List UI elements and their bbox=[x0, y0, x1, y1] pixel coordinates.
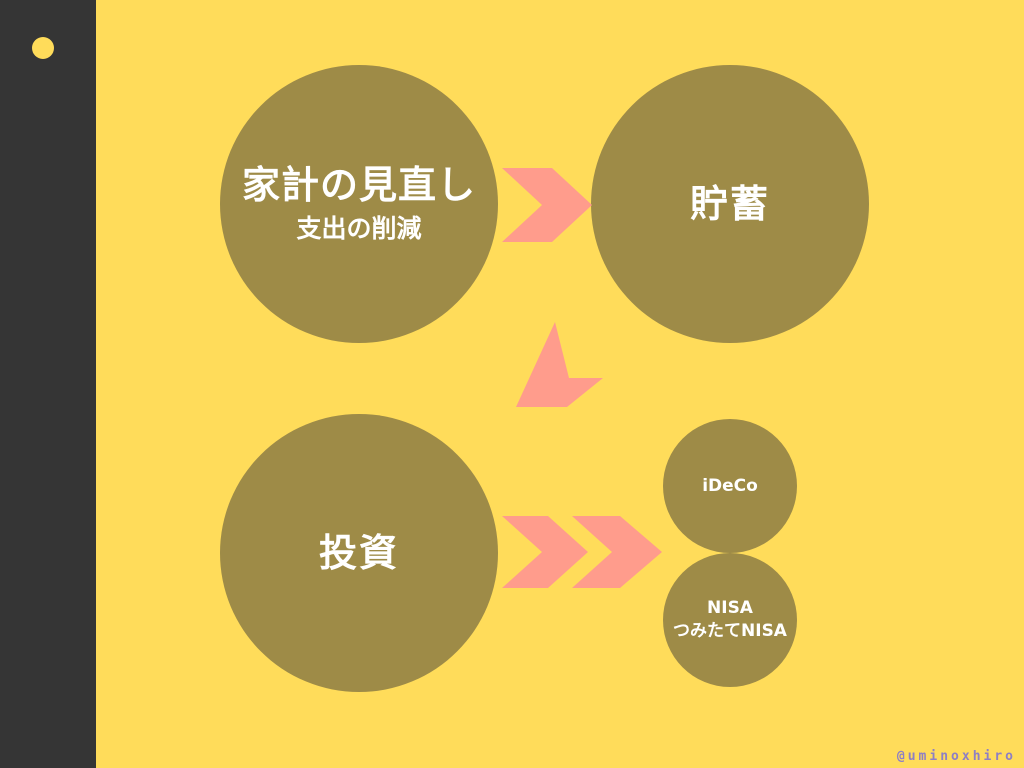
chevron-down-left-icon bbox=[516, 322, 603, 407]
household-review-title: 家計の見直し bbox=[241, 163, 476, 207]
chevron-right-icon bbox=[572, 516, 662, 588]
nisa-node: NISA つみたてNISA bbox=[663, 553, 797, 687]
sidebar bbox=[0, 0, 96, 768]
tsumitate-nisa-title: つみたてNISA bbox=[673, 621, 787, 641]
household-review-node: 家計の見直し 支出の削減 bbox=[220, 65, 498, 343]
chevron-right-icon bbox=[502, 516, 588, 588]
author-credit: @uminoxhiro bbox=[896, 749, 1016, 764]
ideco-title: iDeCo bbox=[702, 475, 758, 496]
household-review-subtitle: 支出の削減 bbox=[296, 214, 422, 243]
investment-node: 投資 bbox=[220, 414, 498, 692]
investment-title: 投資 bbox=[318, 531, 399, 575]
ideco-node: iDeCo bbox=[663, 419, 797, 553]
savings-node: 貯蓄 bbox=[591, 65, 869, 343]
chevron-right-icon bbox=[502, 168, 592, 242]
savings-title: 貯蓄 bbox=[689, 182, 770, 226]
nisa-title: NISA bbox=[707, 598, 753, 618]
dot-icon bbox=[32, 37, 54, 59]
